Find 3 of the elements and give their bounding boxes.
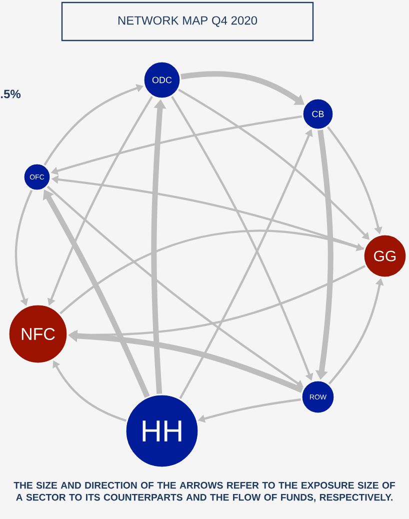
percent-text: .5% — [1, 90, 21, 98]
title-box: NETWORK MAP Q4 2020 — [61, 2, 314, 42]
caption: THE SIZE AND DIRECTION OF THE ARROWS REFER TO THE EXPOSURE SIZE OF A SECTOR TO ITS COUNTERPARTS AND THE FLOW OF FUNDS, RESPECTIVELY. — [14, 482, 395, 502]
